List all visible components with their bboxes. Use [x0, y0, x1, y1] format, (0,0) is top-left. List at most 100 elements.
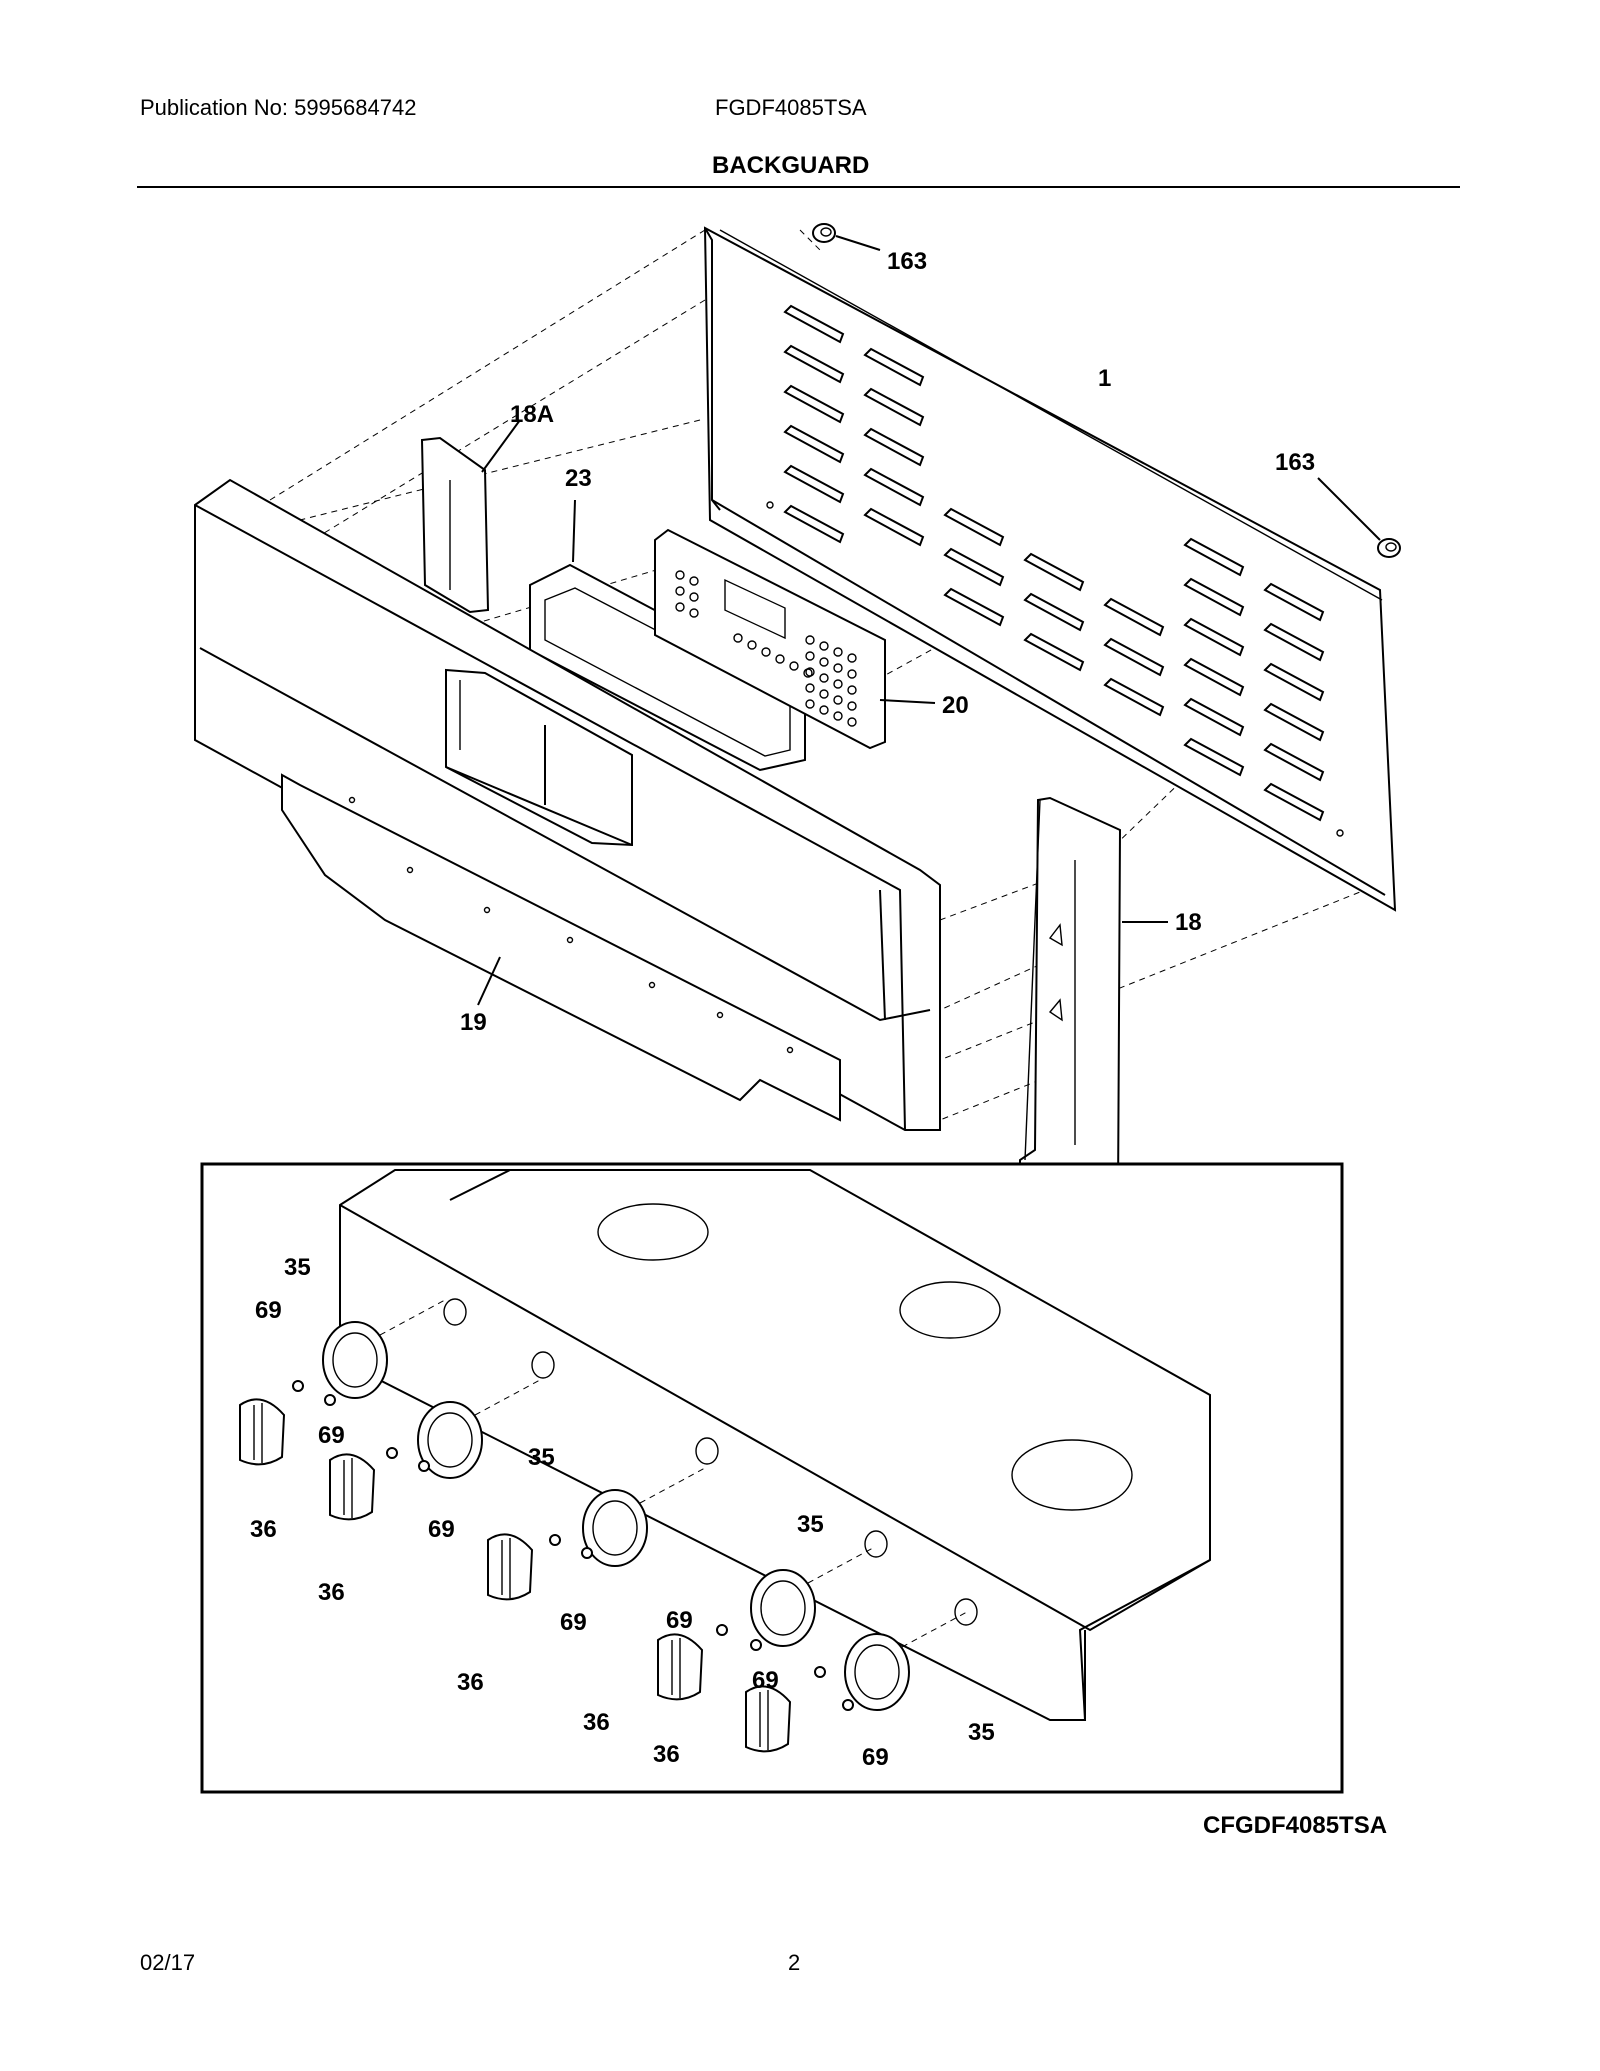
keypad-button	[847, 685, 857, 695]
header-divider	[137, 186, 1460, 188]
vent-slot	[1263, 742, 1325, 782]
keypad-button	[675, 570, 685, 580]
vent-slot	[863, 507, 925, 547]
mounting-hole	[648, 981, 656, 989]
vent-slot	[1023, 632, 1085, 672]
knob-bezel-inner	[427, 1412, 473, 1468]
vent-slot	[863, 387, 925, 427]
mounting-hole	[786, 1046, 794, 1054]
callout-19: 19	[460, 1009, 487, 1036]
footer-date: 02/17	[140, 1950, 196, 1975]
bracket-part-18	[1019, 796, 1168, 1201]
keypad-button	[819, 705, 829, 715]
vent-slot	[783, 464, 845, 504]
callout-36: 36	[318, 1579, 345, 1606]
bracket-part-18A	[420, 419, 521, 614]
mounting-hole	[348, 796, 356, 804]
keypad-button	[805, 635, 815, 645]
knob-assemblies	[239, 1298, 978, 1753]
keypad-button	[803, 668, 813, 678]
vent-slot	[1183, 657, 1245, 697]
knob-bezel-inner	[760, 1580, 806, 1636]
rear-panel-part-1	[703, 226, 1397, 912]
console-knob-hole	[864, 1530, 888, 1558]
section-title: BACKGUARD	[712, 152, 870, 179]
vent-slot	[1183, 537, 1245, 577]
screw	[386, 1447, 398, 1459]
mounting-holes	[348, 796, 794, 1054]
keypad-button	[689, 576, 699, 586]
bumper-part-163-right	[1317, 477, 1401, 558]
keypad-button	[819, 641, 829, 651]
callout-20: 20	[942, 692, 969, 719]
keypad-button	[789, 661, 799, 671]
assembly-guide-line	[807, 1547, 874, 1584]
keypad-button	[847, 669, 857, 679]
vent-slot	[783, 304, 845, 344]
vent-slot	[1103, 637, 1165, 677]
keypad-button	[833, 679, 843, 689]
callout-69: 69	[752, 1667, 779, 1694]
screw	[842, 1699, 854, 1711]
vent-slot	[943, 547, 1005, 587]
keypad-button	[805, 651, 815, 661]
callout-18A: 18A	[510, 401, 554, 428]
vent-slot	[1263, 662, 1325, 702]
vent-slot	[863, 427, 925, 467]
assembly-guide-line	[639, 1467, 706, 1504]
keypad-button	[819, 673, 829, 683]
mounting-hole	[406, 866, 414, 874]
vent-slot	[783, 344, 845, 384]
keypad-button	[805, 683, 815, 693]
keypad-button	[733, 633, 743, 643]
vent-slot	[1263, 702, 1325, 742]
mounting-hole	[483, 906, 491, 914]
bumper-part-163-top	[812, 223, 881, 251]
vent-slot	[943, 587, 1005, 627]
mounting-hole	[566, 936, 574, 944]
keypad-button	[819, 689, 829, 699]
vent-slot	[1183, 737, 1245, 777]
control-board-part-20	[654, 528, 936, 750]
callout-163-top: 163	[887, 248, 927, 275]
vent-slot	[1183, 617, 1245, 657]
keypad-button	[833, 695, 843, 705]
vent-slot	[783, 424, 845, 464]
vent-slot	[1263, 782, 1325, 822]
callout-69: 69	[428, 1516, 455, 1543]
vent-slot	[1183, 577, 1245, 617]
screw	[716, 1624, 728, 1636]
vent-slot	[863, 467, 925, 507]
publication-number: Publication No: 5995684742	[140, 95, 417, 120]
vent-slot	[783, 504, 845, 544]
vent-slot	[863, 347, 925, 387]
callout-163-right: 163	[1275, 449, 1315, 476]
vent-slot	[1183, 697, 1245, 737]
vent-slot	[1263, 622, 1325, 662]
console-knob-hole	[954, 1598, 978, 1626]
keypad-button	[775, 654, 785, 664]
callout-labels: 163 1 163 18A 23 20 18 19 35 69 69 36 35…	[250, 248, 1315, 1771]
callout-69: 69	[862, 1744, 889, 1771]
callout-23: 23	[565, 465, 592, 492]
keypad-button	[675, 586, 685, 596]
keypad-button	[747, 640, 757, 650]
callout-69: 69	[318, 1422, 345, 1449]
vent-slot	[1263, 582, 1325, 622]
callout-36: 36	[653, 1741, 680, 1768]
knob-bezel-inner	[854, 1644, 900, 1700]
keypad-button	[689, 608, 699, 618]
screw	[292, 1380, 304, 1392]
keypad-button	[847, 653, 857, 663]
knob-bezel-inner	[332, 1332, 378, 1388]
callout-36: 36	[457, 1669, 484, 1696]
console-backguard-part-19	[194, 478, 941, 1131]
callout-35: 35	[968, 1719, 995, 1746]
keypad-button	[847, 701, 857, 711]
callout-69: 69	[666, 1607, 693, 1634]
vent-slot	[783, 384, 845, 424]
vent-slot	[1023, 552, 1085, 592]
drawing-code: CFGDF4085TSA	[1203, 1812, 1387, 1839]
vent-slot	[1103, 597, 1165, 637]
